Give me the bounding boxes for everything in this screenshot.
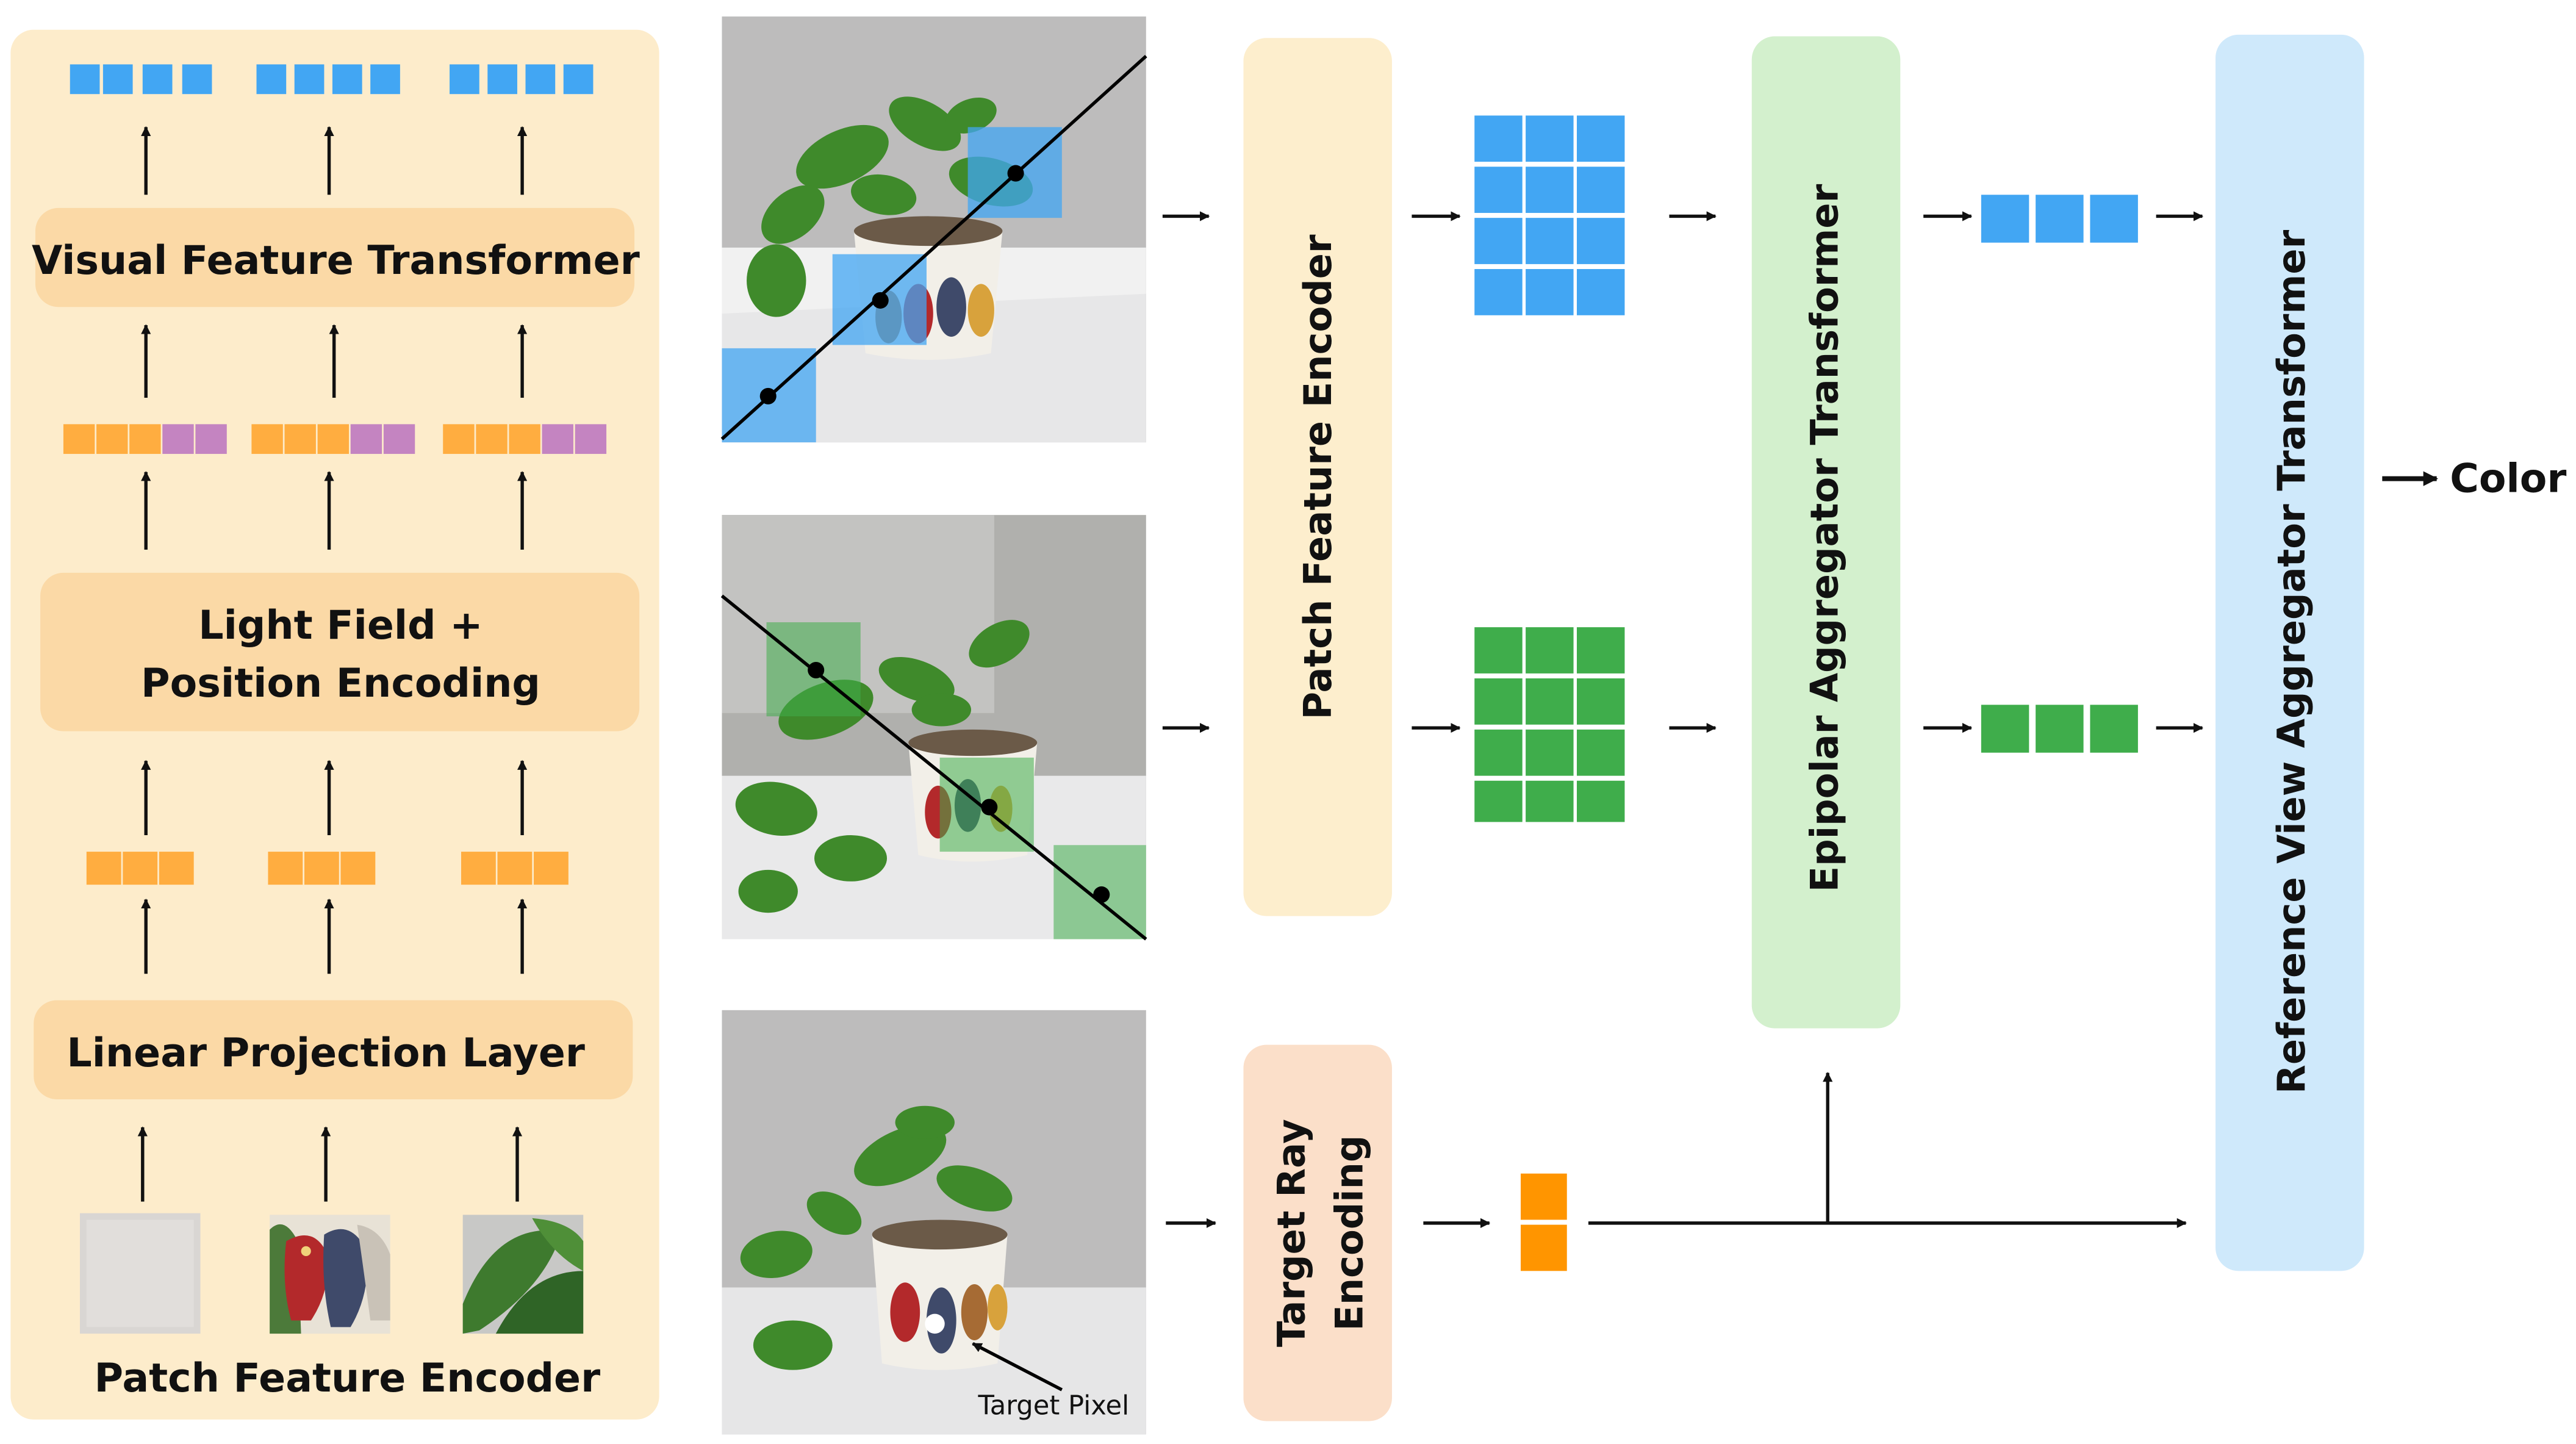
color-output-label: Color: [2450, 456, 2566, 501]
green-feature-grid: [1474, 627, 1625, 822]
epipolar-aggregator-block: [1751, 36, 1901, 1029]
fused-token-row: [63, 424, 607, 454]
input-patch-leaves: [462, 1215, 584, 1334]
target-ray-label-line1: Target Ray: [1269, 1119, 1314, 1347]
patch-feature-encoder-label: Patch Feature Encoder: [1296, 234, 1340, 719]
left-arrows-bottom: [137, 1126, 523, 1202]
left-arrows-fourth: [141, 760, 528, 836]
light-field-label-line1: Light Field +: [198, 603, 483, 648]
input-patch-wall: [79, 1213, 201, 1334]
reference-view-photo-1: [720, 16, 1147, 443]
patch-feature-encoder-block: [1243, 38, 1392, 916]
projected-token-row: [86, 852, 569, 885]
reference-view-photo-2: [720, 515, 1147, 941]
reference-view-aggregator-label: Reference View Aggregator Transformer: [2269, 229, 2314, 1094]
target-pixel-label: Target Pixel: [977, 1391, 1129, 1421]
input-patch-birds: [270, 1215, 390, 1334]
green-aggregated-tokens: [1981, 705, 2138, 753]
encoder-panel-caption: Patch Feature Encoder: [94, 1356, 600, 1401]
pipeline-arrows: [1162, 211, 2204, 1228]
target-ray-label-line2: Encoding: [1327, 1135, 1371, 1331]
blue-feature-grid: [1474, 115, 1625, 315]
blue-aggregated-tokens: [1981, 195, 2138, 243]
left-arrows-third: [141, 471, 528, 550]
linear-projection-label: Linear Projection Layer: [66, 1030, 585, 1076]
left-arrows-top: [141, 126, 528, 195]
output-token-row: [70, 64, 594, 95]
target-pixel-marker: [925, 1313, 945, 1334]
target-view-photo: Target Pixel: [722, 1010, 1146, 1435]
visual-feature-transformer-label: Visual Feature Transformer: [32, 238, 640, 284]
linear-projection-block: [34, 1000, 633, 1099]
light-field-label-line2: Position Encoding: [141, 661, 540, 706]
left-arrows-second: [141, 324, 528, 398]
target-ray-encoding-block: [1243, 1044, 1392, 1421]
light-field-block: [40, 572, 640, 731]
visual-feature-transformer-block: [35, 207, 635, 307]
target-ray-token: [1520, 1173, 1567, 1271]
left-arrows-fifth: [141, 898, 528, 974]
epipolar-aggregator-label: Epipolar Aggregator Transformer: [1802, 184, 1846, 892]
reference-view-aggregator-block: [2215, 34, 2364, 1271]
